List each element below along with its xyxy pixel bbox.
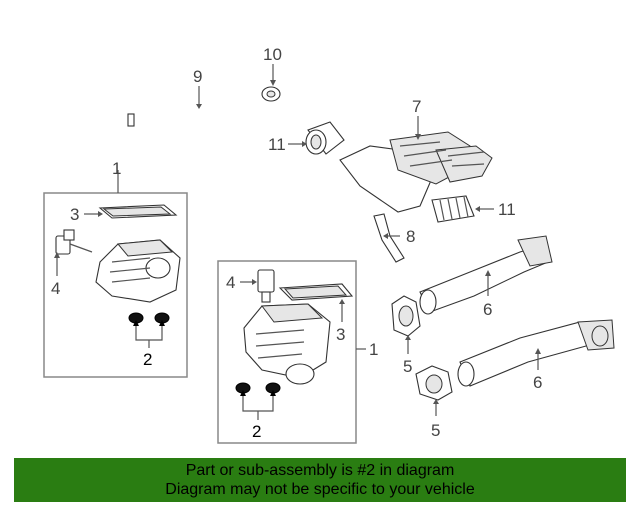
callout-1-left: 1 bbox=[112, 159, 121, 178]
callout-3-center: 3 bbox=[336, 325, 345, 344]
info-line-2: Diagram may not be specific to your vehi… bbox=[165, 481, 475, 498]
air-intake-resonator bbox=[339, 131, 493, 213]
filter-element-left bbox=[98, 204, 178, 219]
filter-element-center bbox=[278, 283, 354, 301]
callout-7: 7 bbox=[412, 97, 421, 116]
callout-4-left: 4 bbox=[51, 279, 60, 298]
callout-8: 8 bbox=[406, 227, 415, 246]
hose-clamp bbox=[261, 86, 281, 102]
vent-hose bbox=[127, 92, 263, 127]
callout-5-upper: 5 bbox=[403, 357, 412, 376]
duct-seal-lower bbox=[415, 365, 453, 401]
intake-duct-small bbox=[305, 121, 345, 155]
info-line-1: Part or sub-assembly is #2 in diagram bbox=[185, 462, 455, 479]
callout-2-left: 2 bbox=[143, 350, 152, 369]
callout-6-lower: 6 bbox=[533, 373, 542, 392]
info-banner: Part or sub-assembly is #2 in diagram Di… bbox=[14, 458, 626, 502]
duct-seal-upper bbox=[391, 295, 421, 337]
callout-3-left: 3 bbox=[70, 205, 79, 224]
air-cleaner-housing-center bbox=[243, 303, 331, 385]
grommet-pair-center bbox=[235, 382, 281, 420]
intake-duct-bellows bbox=[431, 195, 475, 223]
grommet-pair-left bbox=[128, 312, 170, 348]
mass-airflow-sensor-left bbox=[55, 229, 93, 255]
callout-11-left: 11 bbox=[268, 135, 286, 154]
mass-airflow-sensor-center bbox=[257, 269, 275, 303]
air-cleaner-housing-left bbox=[95, 239, 181, 303]
outlet-duct-lower bbox=[457, 319, 615, 387]
callout-11-right: 11 bbox=[498, 200, 516, 219]
outlet-duct-upper bbox=[419, 235, 553, 315]
callout-10: 10 bbox=[263, 45, 282, 64]
callout-4-center: 4 bbox=[226, 273, 235, 292]
callout-2-center: 2 bbox=[252, 422, 261, 441]
parts-diagram: 1 3 4 bbox=[43, 45, 615, 444]
callout-1-center: 1 bbox=[369, 340, 378, 359]
resonator-bracket bbox=[373, 213, 405, 263]
callout-5-lower: 5 bbox=[431, 421, 440, 440]
callout-9: 9 bbox=[193, 67, 202, 86]
air-cleaner-assembly-box-left: 1 3 4 bbox=[43, 159, 188, 378]
air-cleaner-assembly-box-center: 1 4 3 2 bbox=[217, 260, 378, 444]
callout-6-upper: 6 bbox=[483, 300, 492, 319]
